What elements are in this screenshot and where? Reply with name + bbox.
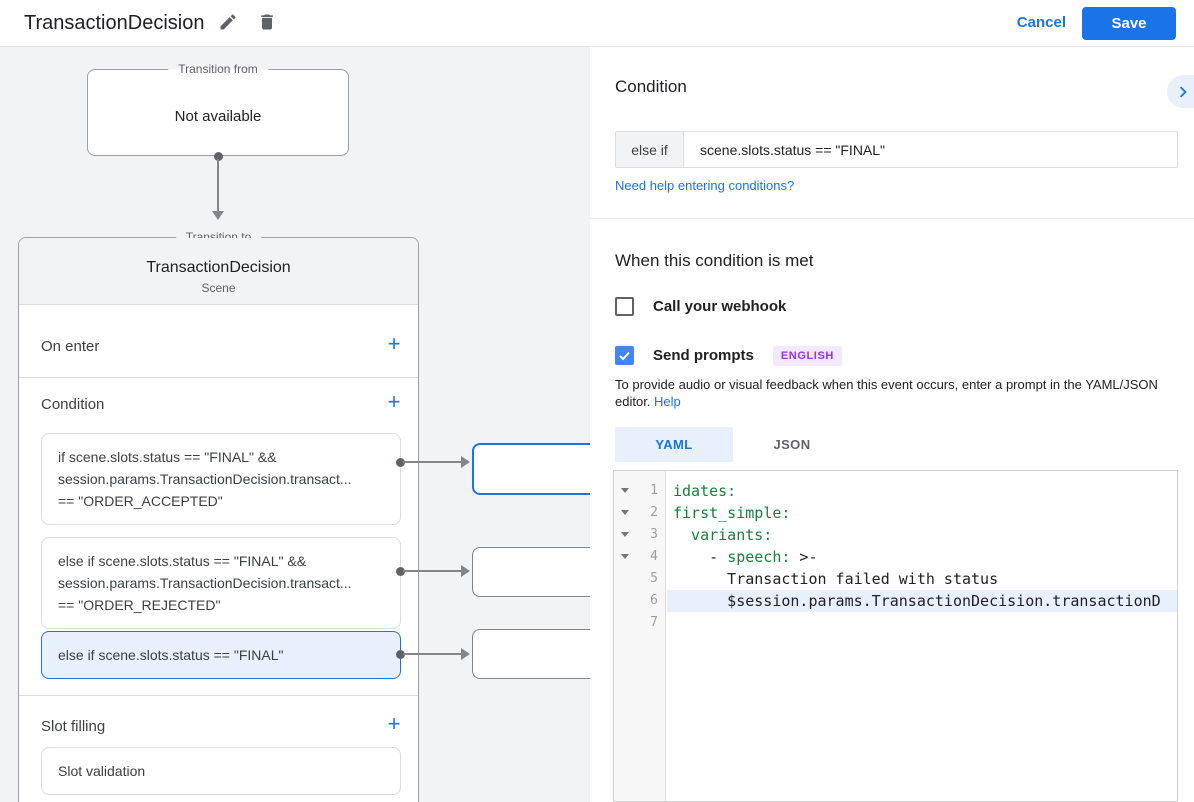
fold-arrow-icon[interactable]	[621, 488, 629, 493]
on-enter-label: On enter	[41, 338, 100, 355]
call-webhook-checkbox[interactable]	[615, 297, 634, 316]
pencil-icon	[218, 14, 238, 36]
condition-text: session.params.TransactionDecision.trans…	[58, 471, 352, 487]
connector-line	[403, 461, 463, 463]
transition-target-box-2[interactable]	[472, 547, 602, 597]
scene-flow-canvas: Transition from Not available Transition…	[0, 47, 610, 802]
checkmark-icon	[617, 348, 632, 363]
condition-text: else if scene.slots.status == "FINAL"	[58, 647, 284, 663]
slot-validation-card[interactable]: Slot validation	[41, 747, 401, 795]
code-line-7	[667, 612, 1177, 634]
tab-yaml[interactable]: YAML	[615, 427, 733, 462]
conditions-help-link[interactable]: Need help entering conditions?	[615, 178, 795, 193]
arrow-down-icon	[212, 211, 224, 220]
code-line-6-highlighted: $session.params.TransactionDecision.tran…	[667, 590, 1177, 612]
connector-line	[403, 653, 463, 655]
transition-from-legend: Transition from	[168, 62, 268, 76]
save-button[interactable]: Save	[1082, 7, 1176, 40]
condition-expression-input[interactable]: scene.slots.status == "FINAL"	[684, 132, 1177, 167]
tab-json[interactable]: JSON	[733, 427, 851, 462]
prompt-description-text: To provide audio or visual feedback when…	[615, 377, 1158, 409]
connector-line	[217, 159, 219, 211]
connector-dot	[396, 567, 405, 576]
scene-header: TransactionDecision Scene	[19, 238, 418, 305]
send-prompts-checkbox[interactable]	[615, 346, 634, 365]
condition-input-row: else if scene.slots.status == "FINAL"	[615, 131, 1178, 168]
condition-editor-panel: Condition else if scene.slots.status == …	[590, 47, 1194, 802]
line-number: 2	[650, 505, 658, 520]
when-condition-heading: When this condition is met	[615, 251, 814, 270]
fold-arrow-icon[interactable]	[621, 532, 629, 537]
condition-card-1[interactable]: if scene.slots.status == "FINAL" && sess…	[41, 433, 401, 525]
arrow-right-icon	[461, 565, 470, 577]
line-number: 6	[650, 593, 658, 608]
slot-filling-label: Slot filling	[41, 718, 106, 735]
scene-subtitle: Scene	[201, 281, 236, 295]
connector-dot	[396, 650, 405, 659]
section-divider	[19, 377, 418, 378]
transition-from-value: Not available	[174, 108, 262, 125]
line-number: 4	[650, 549, 658, 564]
trash-icon	[257, 14, 277, 36]
add-slot-button[interactable]: +	[382, 712, 406, 736]
editor-gutter: 1 2 3 4 5 6 7	[614, 471, 666, 801]
chevron-right-icon	[1168, 86, 1194, 106]
add-condition-button[interactable]: +	[382, 390, 406, 414]
transition-to-box: Transition to TransactionDecision Scene …	[18, 230, 419, 802]
delete-scene-button[interactable]	[257, 12, 279, 34]
edit-scene-button[interactable]	[218, 12, 240, 34]
editor-tabs: YAML JSON	[615, 427, 851, 462]
connector-line	[403, 570, 463, 572]
transition-target-box-1[interactable]	[472, 443, 602, 495]
condition-section-label: Condition	[41, 396, 105, 413]
condition-text: else if scene.slots.status == "FINAL" &&	[58, 553, 307, 569]
transition-from-box: Transition from Not available	[87, 62, 349, 156]
call-webhook-label: Call your webhook	[653, 298, 787, 315]
code-line-2: first_simple:	[673, 504, 791, 522]
scene-title: TransactionDecision	[146, 259, 291, 276]
condition-prefix-label: else if	[616, 132, 684, 167]
condition-text: == "ORDER_ACCEPTED"	[58, 493, 223, 509]
prompt-description: To provide audio or visual feedback when…	[615, 376, 1171, 410]
condition-text: if scene.slots.status == "FINAL" &&	[58, 449, 277, 465]
panel-divider	[590, 218, 1194, 219]
connector-dot	[214, 152, 223, 161]
code-line-4: - speech: >-	[673, 548, 818, 566]
section-divider	[19, 695, 418, 696]
line-number: 1	[650, 483, 658, 498]
top-bar: TransactionDecision Cancel Save	[0, 0, 1194, 47]
transition-target-box-3[interactable]	[472, 629, 602, 679]
send-prompts-label: Send prompts	[653, 347, 754, 364]
add-on-enter-button[interactable]: +	[382, 332, 406, 356]
connector-dot	[396, 458, 405, 467]
line-number: 5	[650, 571, 658, 586]
fold-arrow-icon[interactable]	[621, 554, 629, 559]
help-link[interactable]: Help	[654, 394, 681, 409]
collapse-panel-button[interactable]	[1167, 75, 1194, 108]
page-title: TransactionDecision	[24, 12, 205, 34]
send-prompts-check-row: Send prompts ENGLISH	[615, 345, 842, 366]
line-number: 7	[650, 615, 658, 630]
arrow-right-icon	[461, 648, 470, 660]
editor-code-area[interactable]: idates: first_simple: variants: - speech…	[667, 471, 1177, 801]
arrow-right-icon	[461, 456, 470, 468]
condition-card-3-selected[interactable]: else if scene.slots.status == "FINAL"	[41, 631, 401, 679]
webhook-check-row: Call your webhook	[615, 296, 786, 317]
language-badge: ENGLISH	[772, 345, 842, 366]
condition-heading: Condition	[615, 77, 687, 96]
yaml-code-editor[interactable]: 1 2 3 4 5 6 7 idates: first_simple: vari…	[613, 470, 1178, 802]
fold-arrow-icon[interactable]	[621, 510, 629, 515]
condition-text: session.params.TransactionDecision.trans…	[58, 575, 352, 591]
code-line-5: Transaction failed with status	[673, 570, 999, 588]
code-line-3: variants:	[673, 526, 773, 544]
condition-card-2[interactable]: else if scene.slots.status == "FINAL" &&…	[41, 537, 401, 629]
code-line-1: idates:	[673, 482, 737, 500]
line-number: 3	[650, 527, 658, 542]
cancel-button[interactable]: Cancel	[1017, 0, 1066, 46]
condition-text: == "ORDER_REJECTED"	[58, 597, 221, 613]
